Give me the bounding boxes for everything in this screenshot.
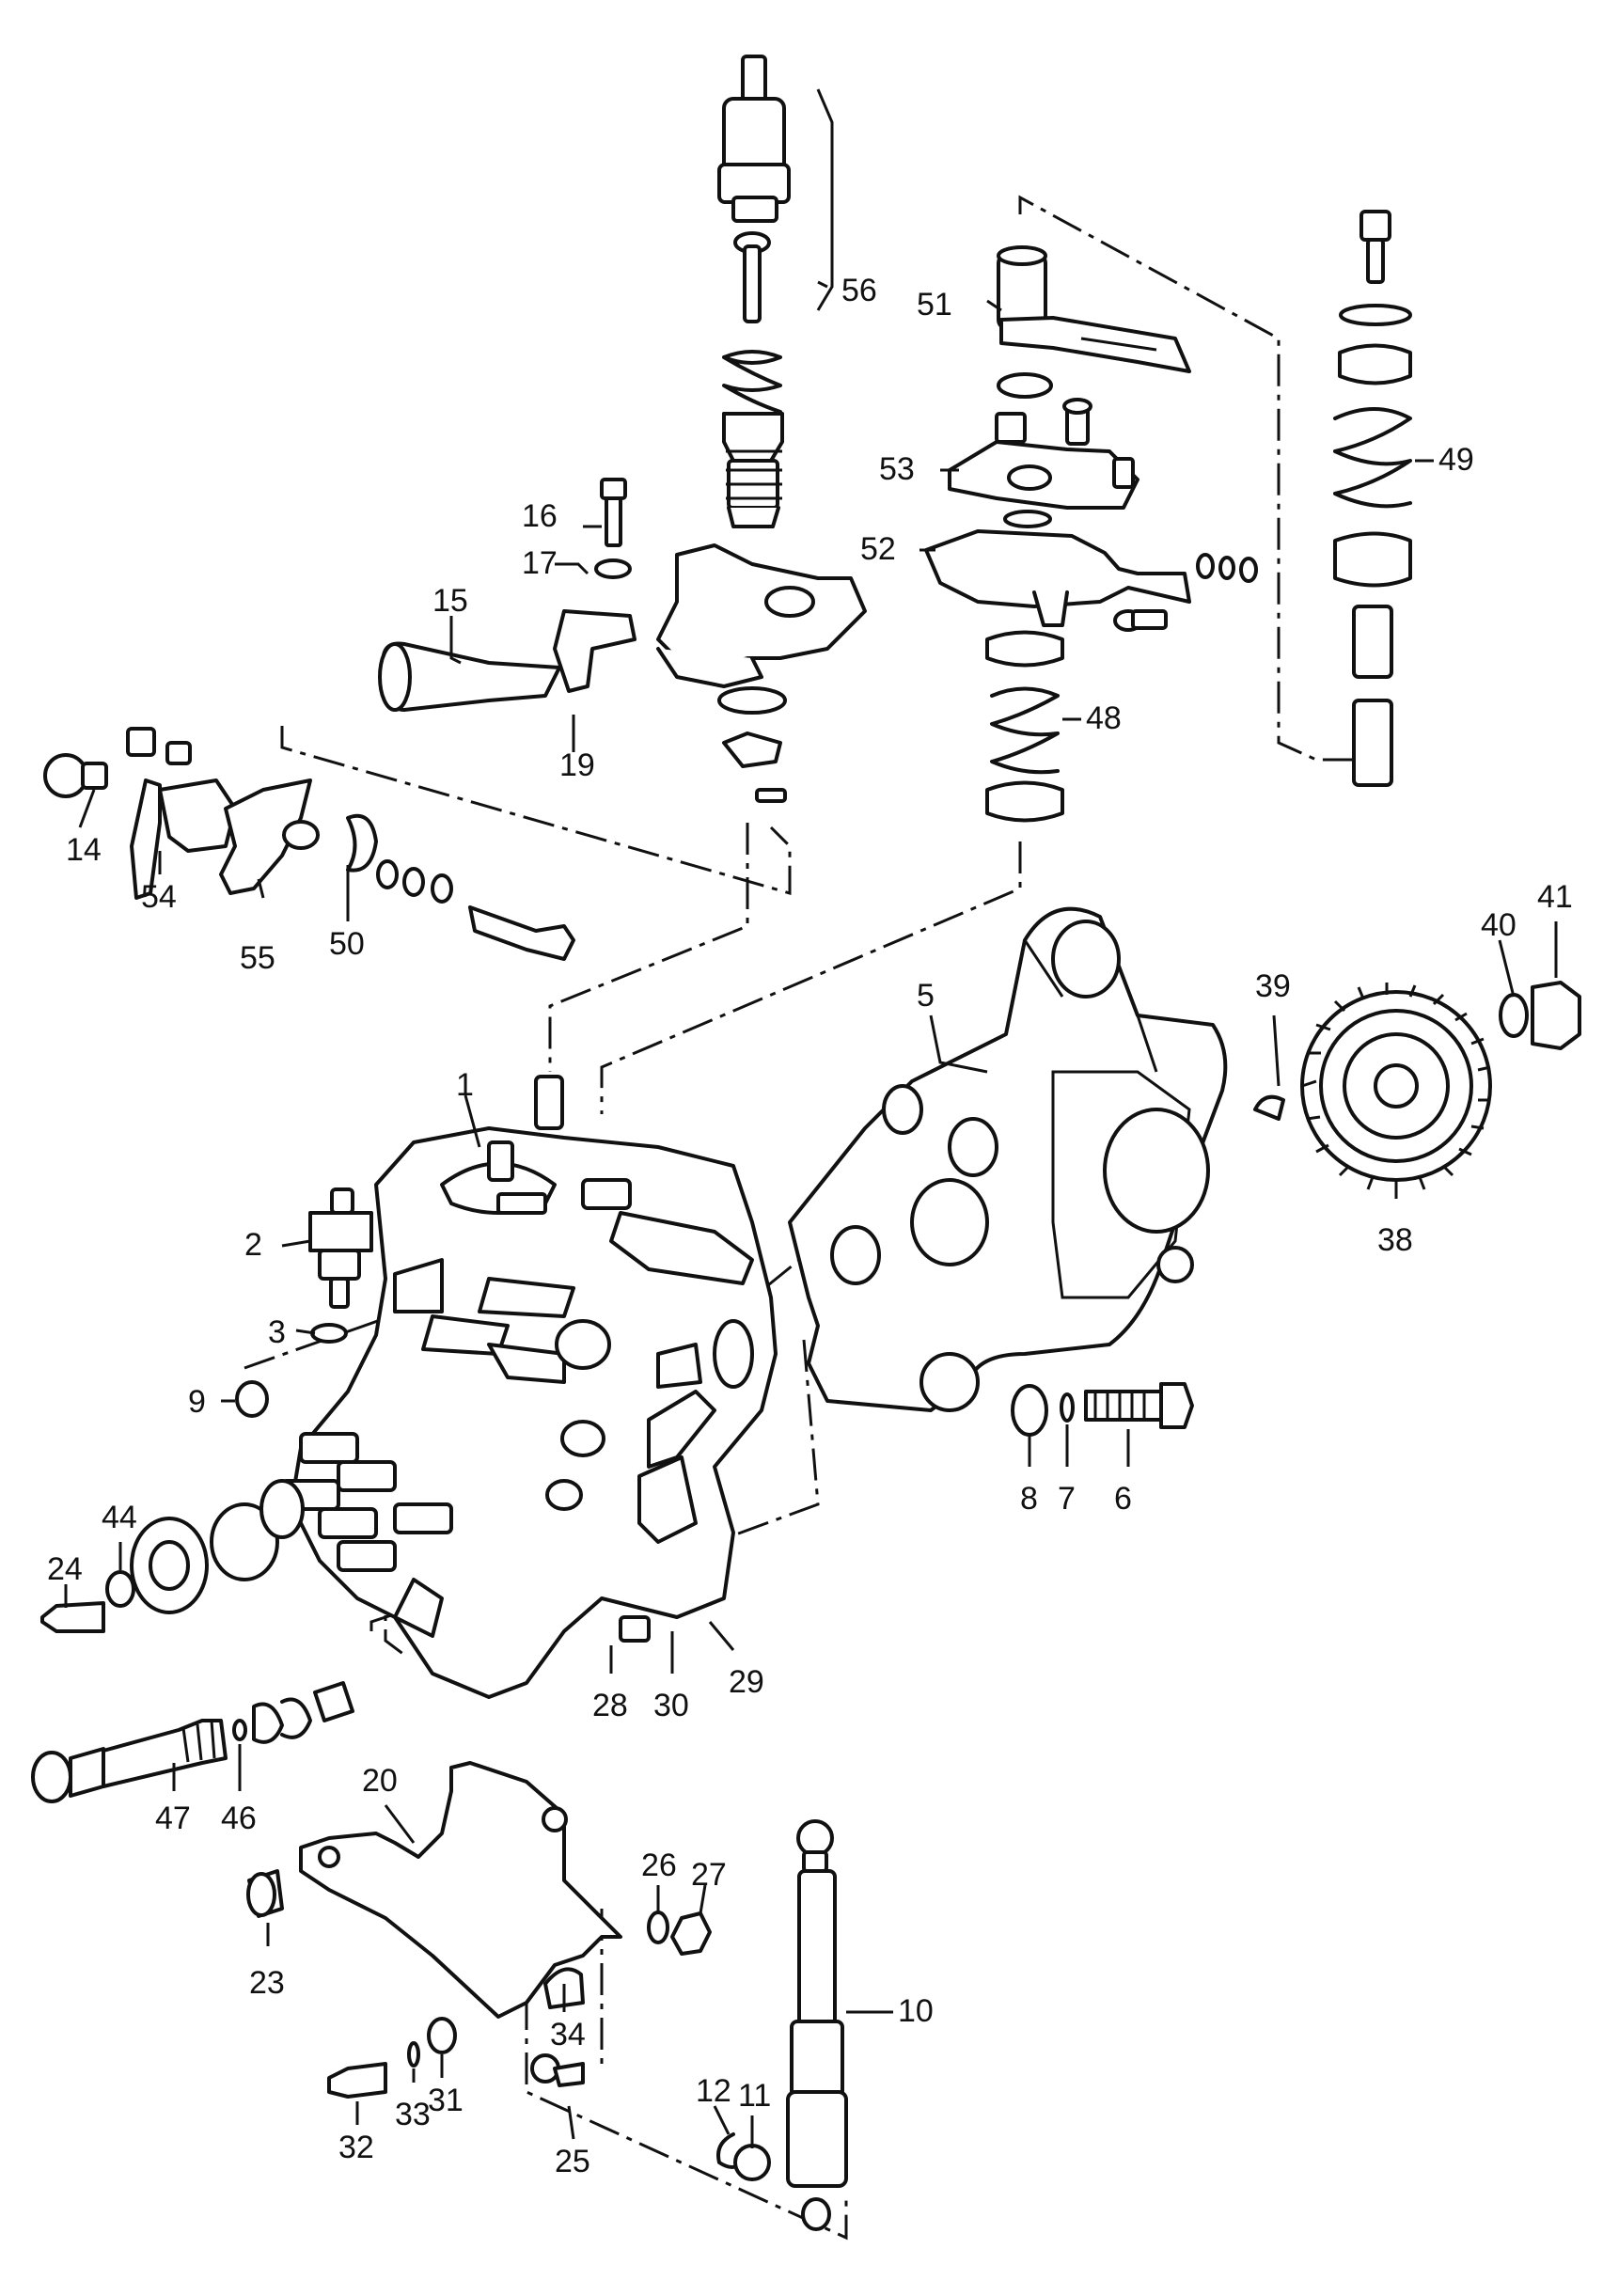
- callout-31: 31: [428, 2083, 464, 2118]
- callout-15: 15: [432, 583, 468, 619]
- callout-53: 53: [879, 451, 915, 487]
- callout-27: 27: [691, 1857, 727, 1893]
- callout-52: 52: [860, 531, 896, 567]
- callout-12: 12: [696, 2073, 731, 2109]
- damper-10: [716, 1819, 848, 2231]
- callout-1: 1: [456, 1067, 474, 1103]
- callout-48: 48: [1086, 700, 1122, 736]
- callout-41: 41: [1537, 879, 1573, 915]
- callout-33: 33: [395, 2097, 431, 2132]
- callout-29: 29: [729, 1664, 764, 1700]
- callout-16: 16: [522, 498, 558, 534]
- callout-38: 38: [1377, 1222, 1413, 1258]
- callout-30: 30: [653, 1688, 689, 1723]
- bracket-5: [788, 906, 1228, 1412]
- callout-47: 47: [155, 1801, 191, 1836]
- spring-48: [985, 630, 1064, 823]
- callout-46: 46: [221, 1801, 257, 1836]
- callout-17: 17: [522, 545, 558, 581]
- callout-19: 19: [559, 747, 595, 783]
- callout-44: 44: [102, 1500, 137, 1535]
- linkage-14-54-55-50: [43, 727, 575, 961]
- callout-11: 11: [738, 2078, 771, 2114]
- callout-32: 32: [338, 2130, 374, 2165]
- callout-51: 51: [917, 287, 952, 322]
- spring-49: [1333, 210, 1412, 787]
- callout-23: 23: [249, 1965, 285, 2001]
- adjusting-screw-46-47: [31, 1681, 354, 1803]
- injector-assembly: [717, 55, 791, 528]
- bolt-6-washers-7-8: [1011, 1382, 1194, 1437]
- callout-6: 6: [1114, 1481, 1132, 1517]
- callout-24: 24: [47, 1551, 83, 1587]
- callout-26: 26: [641, 1848, 677, 1883]
- callout-55: 55: [240, 940, 275, 976]
- callout-9: 9: [188, 1384, 206, 1420]
- callout-54: 54: [141, 879, 177, 915]
- leader-lines: [64, 88, 1558, 2148]
- callout-25: 25: [555, 2144, 590, 2179]
- callout-7: 7: [1058, 1481, 1076, 1517]
- callout-39: 39: [1255, 968, 1291, 1004]
- callout-56: 56: [841, 273, 877, 308]
- callout-14: 14: [66, 832, 102, 868]
- mounting-plate-20: [246, 1761, 712, 2099]
- callout-labels: 56 51 53 52 49 48 16 17 15 19 14 54 55 5…: [47, 273, 1573, 2179]
- callout-49: 49: [1438, 442, 1474, 478]
- pulley-assembly: [40, 1479, 305, 1633]
- callout-5: 5: [917, 978, 935, 1014]
- callout-8: 8: [1020, 1481, 1038, 1517]
- callout-28: 28: [592, 1688, 628, 1723]
- callout-40: 40: [1481, 907, 1517, 943]
- callout-20: 20: [362, 1763, 398, 1799]
- cover-gasket: [656, 543, 867, 803]
- callout-10: 10: [898, 1993, 934, 2029]
- callout-34: 34: [550, 2017, 586, 2052]
- callout-50: 50: [329, 926, 365, 962]
- lever-51: [997, 245, 1191, 373]
- solenoid-15-bracket-19: [378, 478, 636, 712]
- injection-pump-body: [280, 1075, 778, 1699]
- callout-2: 2: [244, 1227, 262, 1263]
- sensor-2-washer-3-plug-9: [235, 1187, 373, 1418]
- governor-plates: [924, 372, 1258, 632]
- callout-3: 3: [268, 1314, 286, 1350]
- sprocket-38: [1253, 981, 1581, 1194]
